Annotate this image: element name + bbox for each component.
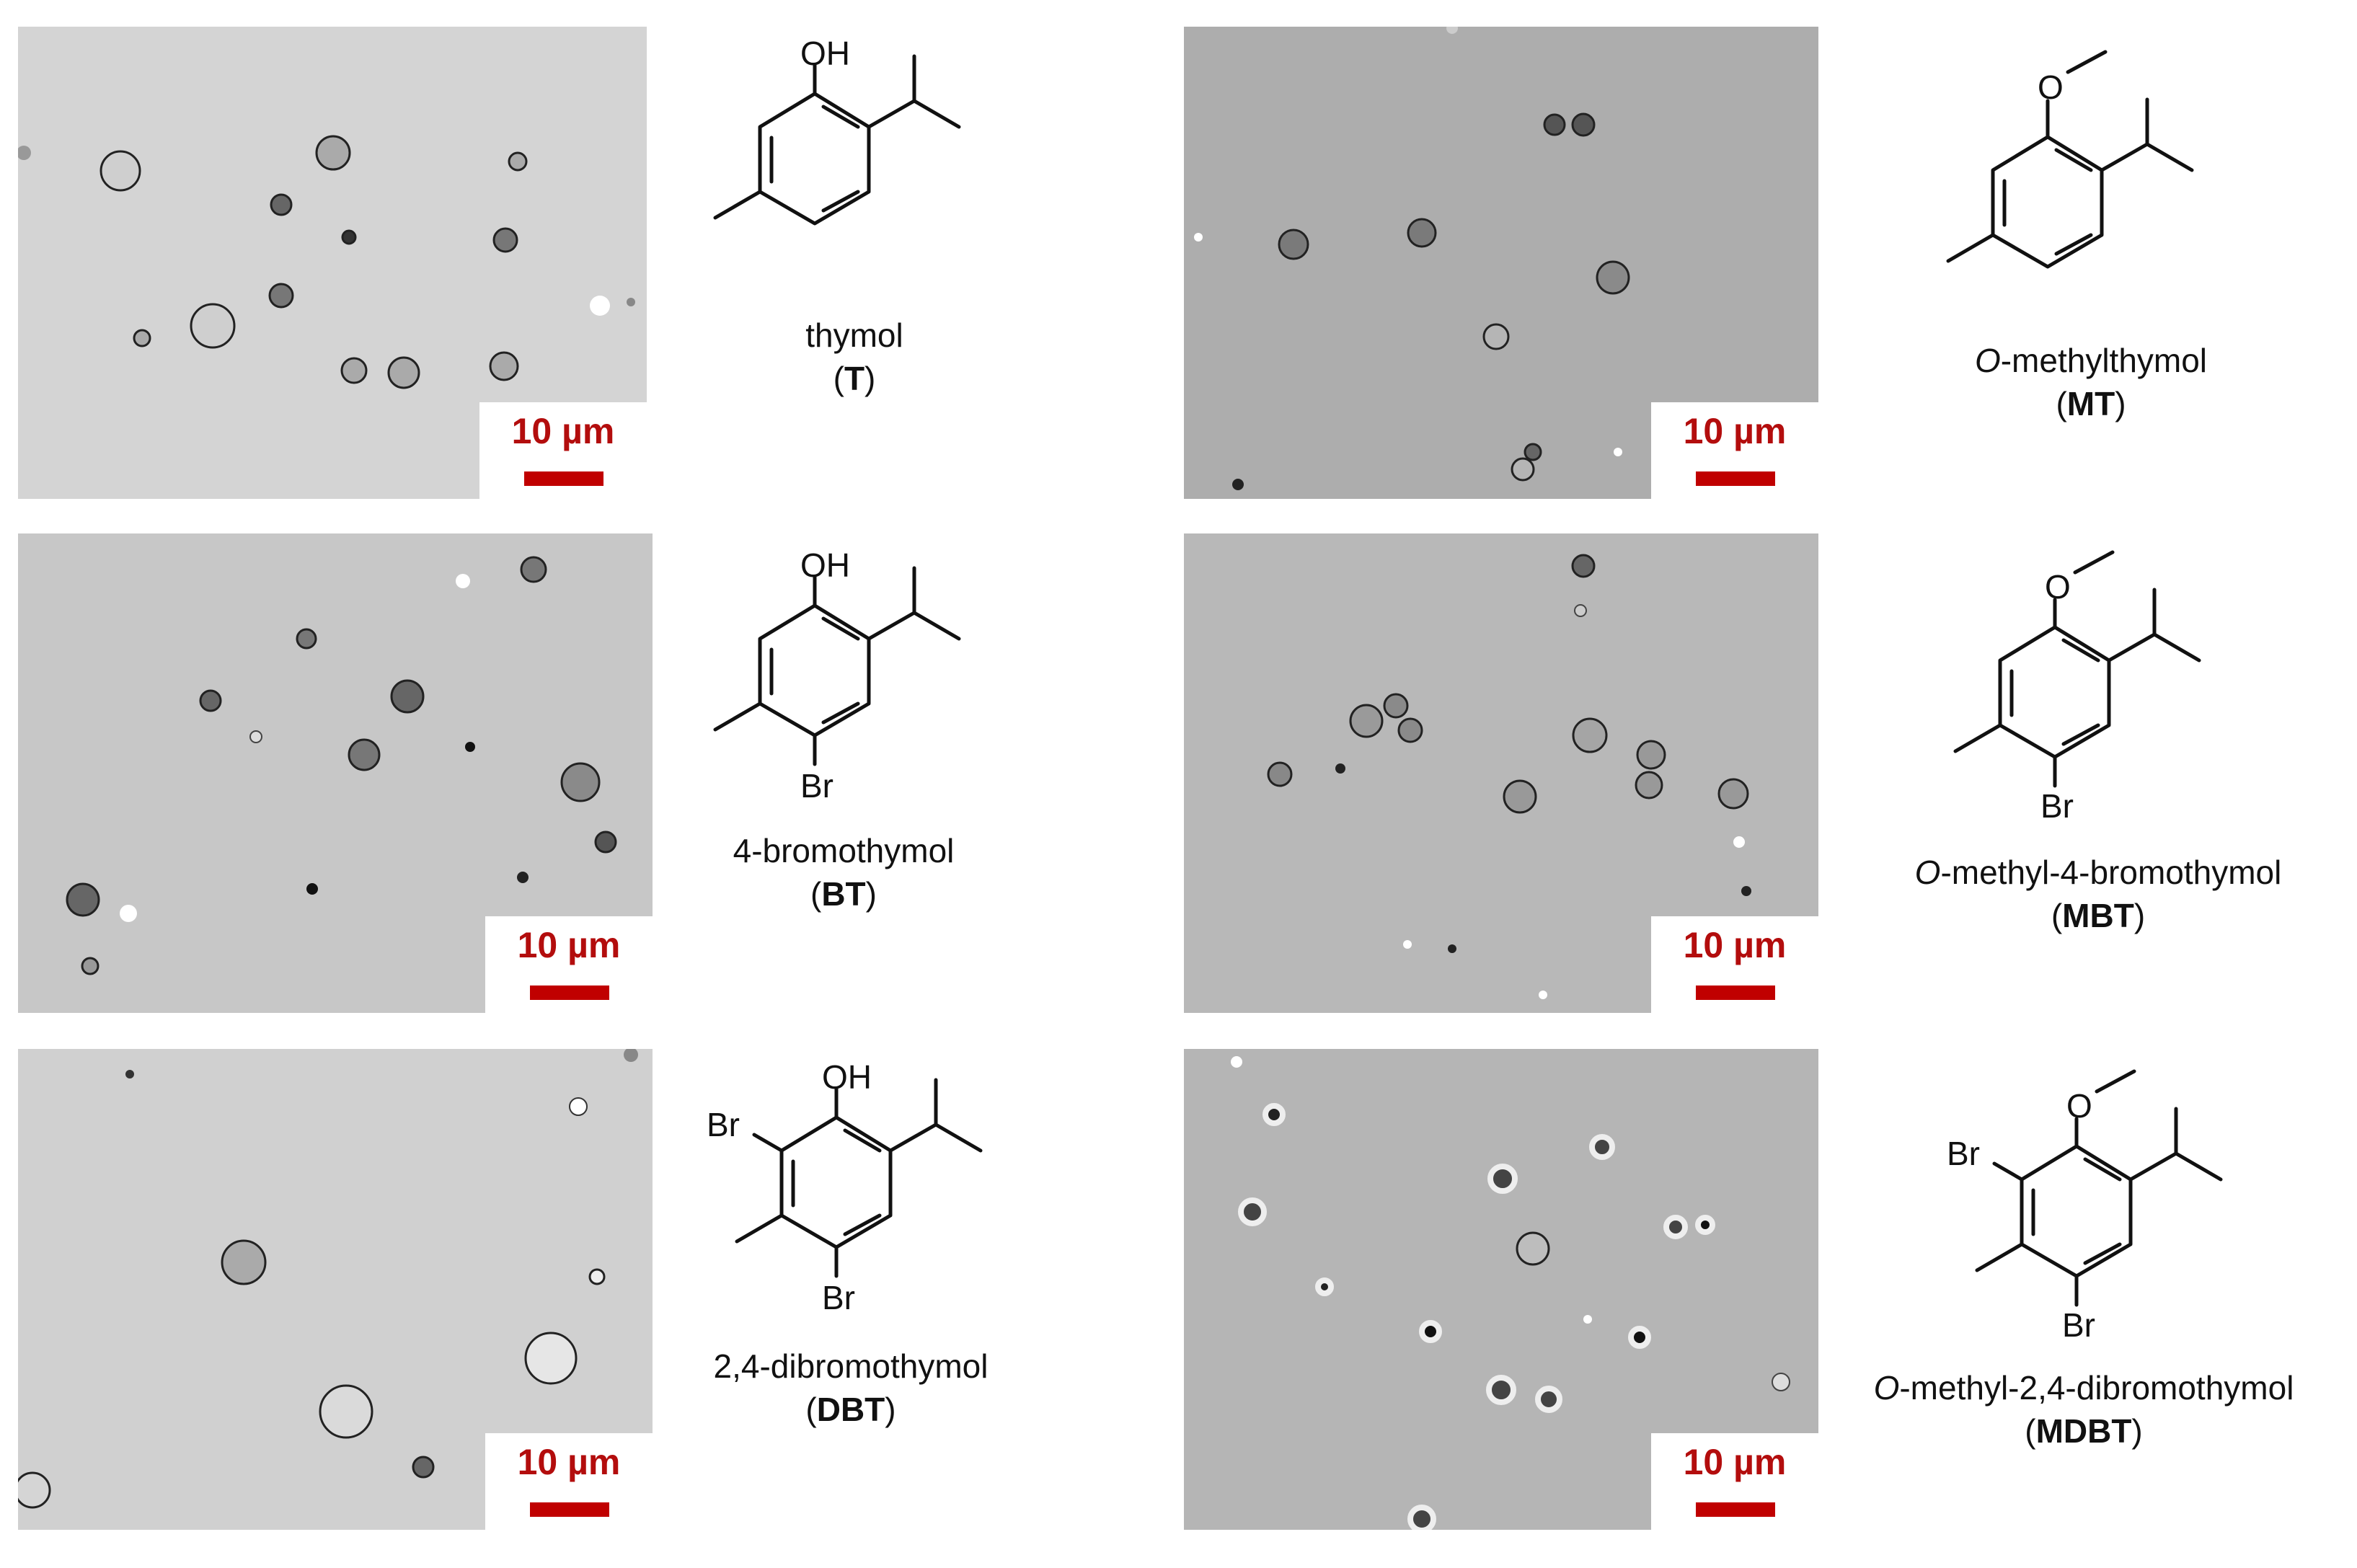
compound-abbr: BT <box>821 875 866 913</box>
compound-name: -methyl-4-bromothymol <box>1940 854 2282 891</box>
scale-bar-line <box>1696 985 1775 1000</box>
atom-oh: OH <box>800 546 850 584</box>
atom-o: O <box>2066 1087 2092 1125</box>
micrograph-dibromothymol: 10 µm <box>18 1049 653 1530</box>
scale-bar-methyl-dibromothymol: 10 µm <box>1651 1433 1818 1530</box>
caption-thymol: thymol (T) <box>805 316 903 397</box>
compound-name: -methylthymol <box>2000 342 2208 379</box>
micrograph-methyl-bromothymol: 10 µm <box>1184 533 1818 1013</box>
micrograph-bromothymol: 10 µm <box>18 533 653 1013</box>
atom-br: Br <box>822 1279 855 1316</box>
atom-oh: OH <box>822 1058 872 1096</box>
scale-bar-bromothymol: 10 µm <box>485 916 653 1013</box>
atom-oh: OH <box>800 35 850 72</box>
structure-bromothymol: OH Br <box>671 526 1031 815</box>
structure-dibromothymol: OH Br Br <box>692 1038 1053 1341</box>
italic-o: O <box>1873 1369 1900 1407</box>
atom-br: Br <box>707 1106 740 1143</box>
scale-bar-methyl-bromothymol: 10 µm <box>1651 916 1818 1013</box>
compound-name: -methyl-2,4-dibromothymol <box>1899 1369 2294 1407</box>
atom-o: O <box>2038 68 2064 106</box>
micrograph-methyl-dibromothymol: 10 µm <box>1184 1049 1818 1530</box>
atom-br: Br <box>800 767 833 805</box>
structure-methylthymol: O <box>1903 29 2264 332</box>
scale-bar-line <box>524 471 603 486</box>
caption-methyl-bromothymol: O-methyl-4-bromothymol (MBT) <box>1914 854 2282 934</box>
caption-methylthymol: O-methylthymol (MT) <box>1974 342 2208 422</box>
micrograph-thymol: 10 µm <box>18 27 647 499</box>
compound-name: thymol <box>805 316 903 354</box>
italic-o: O <box>1914 854 1941 891</box>
scale-bar-label: 10 µm <box>1683 411 1787 451</box>
scale-bar-methylthymol: 10 µm <box>1651 402 1818 499</box>
scale-bar-label: 10 µm <box>511 411 615 451</box>
atom-br: Br <box>2062 1306 2095 1344</box>
scale-bar-label: 10 µm <box>517 925 621 965</box>
caption-dibromothymol: 2,4-dibromothymol (DBT) <box>713 1347 989 1428</box>
compound-abbr: T <box>844 360 865 397</box>
atom-br: Br <box>2040 787 2074 825</box>
scale-bar-line <box>530 985 609 1000</box>
structure-methyl-bromothymol: O Br <box>1911 533 2271 836</box>
atom-br: Br <box>1947 1135 1980 1172</box>
structure-thymol: OH <box>671 14 1031 317</box>
scale-bar-line <box>530 1502 609 1517</box>
scale-bar-dibromothymol: 10 µm <box>485 1433 653 1530</box>
compound-abbr: DBT <box>816 1391 885 1428</box>
caption-bromothymol: 4-bromothymol (BT) <box>733 832 955 913</box>
compound-name: 4-bromothymol <box>733 832 955 869</box>
compound-abbr: MDBT <box>2035 1412 2132 1450</box>
micrograph-thymol-image <box>18 27 647 499</box>
italic-o: O <box>1974 342 2001 379</box>
compound-abbr: MT <box>2066 385 2115 422</box>
structure-methyl-dibromothymol: O Br Br <box>1932 1053 2293 1355</box>
scale-bar-line <box>1696 471 1775 486</box>
scale-bar-line <box>1696 1502 1775 1517</box>
scale-bar-label: 10 µm <box>1683 925 1787 965</box>
compound-abbr: MBT <box>2062 897 2134 934</box>
micrograph-methylthymol: 10 µm <box>1184 27 1818 499</box>
atom-o: O <box>2045 568 2071 606</box>
scale-bar-label: 10 µm <box>517 1442 621 1482</box>
caption-methyl-dibromothymol: O-methyl-2,4-dibromothymol (MDBT) <box>1873 1369 2294 1450</box>
scale-bar-thymol: 10 µm <box>479 402 647 499</box>
scale-bar-label: 10 µm <box>1683 1442 1787 1482</box>
compound-name: 2,4-dibromothymol <box>713 1347 989 1385</box>
